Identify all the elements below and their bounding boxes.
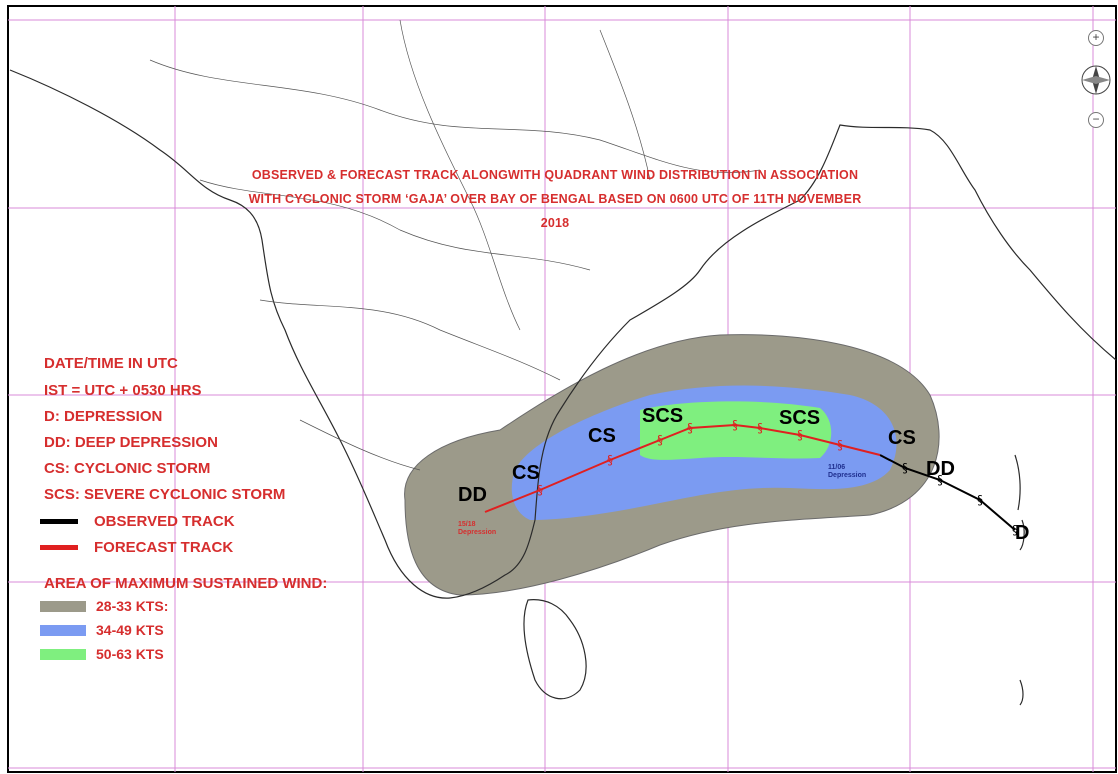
legend-cyclonic-storm: CS: CYCLONIC STORM <box>44 460 211 477</box>
legend-observed-track: OBSERVED TRACK <box>40 513 235 530</box>
legend-ist: IST = UTC + 0530 HRS <box>44 382 202 399</box>
zoom-out-icon[interactable]: − <box>1088 112 1104 128</box>
wind-area-50-63-kts <box>640 401 832 460</box>
wind-50-63-label: 50-63 KTS <box>96 646 164 662</box>
map-border <box>7 5 1117 773</box>
coastline <box>9 69 1117 706</box>
legend-depression: D: DEPRESSION <box>44 408 163 425</box>
svg-text:§: § <box>977 493 983 507</box>
forecast-track-label: FORECAST TRACK <box>94 539 234 556</box>
wind-50-63-swatch <box>40 648 86 660</box>
observed-track-swatch <box>40 519 78 524</box>
stage-label-dd-observed: DD <box>926 458 955 480</box>
stage-label-d: D <box>1015 522 1030 544</box>
compass-icon <box>1081 65 1111 95</box>
forecast-end-label: 15/18 Depression <box>458 521 497 536</box>
map-title-line-1: OBSERVED & FORECAST TRACK ALONGWITH QUAD… <box>251 168 859 182</box>
legend-severe-cyclonic-storm: SCS: SEVERE CYCLONIC STORM <box>44 486 286 503</box>
forecast-track-markers: § § § § § § § § <box>537 418 843 497</box>
legend-forecast-track: FORECAST TRACK <box>40 539 233 556</box>
legend-date-time: DATE/TIME IN UTC <box>44 355 178 372</box>
wind-28-33-label: 28-33 KTS: <box>96 598 169 614</box>
map-title-line-3: 2018 <box>540 216 570 230</box>
current-position-label: 11/06 Depression <box>828 464 867 479</box>
forecast-track-swatch <box>40 545 78 550</box>
stage-label-dd-forecast: DD <box>458 484 487 506</box>
wind-34-49-swatch <box>40 624 86 636</box>
stage-label-cs-current: CS <box>888 427 916 449</box>
legend-wind-area-title: AREA OF MAXIMUM SUSTAINED WIND: <box>44 575 328 592</box>
zoom-in-icon[interactable]: + <box>1088 30 1104 46</box>
svg-text:§: § <box>902 461 908 475</box>
wind-34-49-label: 34-49 KTS <box>96 622 164 638</box>
svg-text:§: § <box>937 473 943 487</box>
observed-track-markers: § § § § <box>902 461 1018 537</box>
map-title-line-2: WITH CYCLONIC STORM ‘GAJA’ OVER BAY OF B… <box>248 192 862 206</box>
state-boundaries <box>149 19 761 471</box>
observed-track-label: OBSERVED TRACK <box>94 513 235 530</box>
svg-text:§: § <box>1012 523 1018 537</box>
wind-28-33-swatch <box>40 600 86 612</box>
forecast-track-line <box>484 423 881 513</box>
svg-text:§: § <box>537 483 543 497</box>
svg-text:§: § <box>757 421 763 435</box>
legend-wind-28-33: 28-33 KTS: <box>40 598 168 614</box>
svg-text:§: § <box>607 453 613 467</box>
svg-text:§: § <box>732 418 738 432</box>
svg-text:§: § <box>657 433 663 447</box>
svg-text:§: § <box>797 428 803 442</box>
stage-label-cs-1: CS <box>512 462 540 484</box>
stage-label-cs-2: CS <box>588 425 616 447</box>
stage-label-scs-1: SCS <box>642 405 684 427</box>
legend-wind-50-63: 50-63 KTS <box>40 646 164 662</box>
svg-text:§: § <box>687 421 693 435</box>
stage-label-scs-2: SCS <box>779 407 821 429</box>
legend-wind-34-49: 34-49 KTS <box>40 622 164 638</box>
observed-track-line <box>879 454 1016 531</box>
legend-deep-depression: DD: DEEP DEPRESSION <box>44 434 218 451</box>
svg-text:§: § <box>837 438 843 452</box>
